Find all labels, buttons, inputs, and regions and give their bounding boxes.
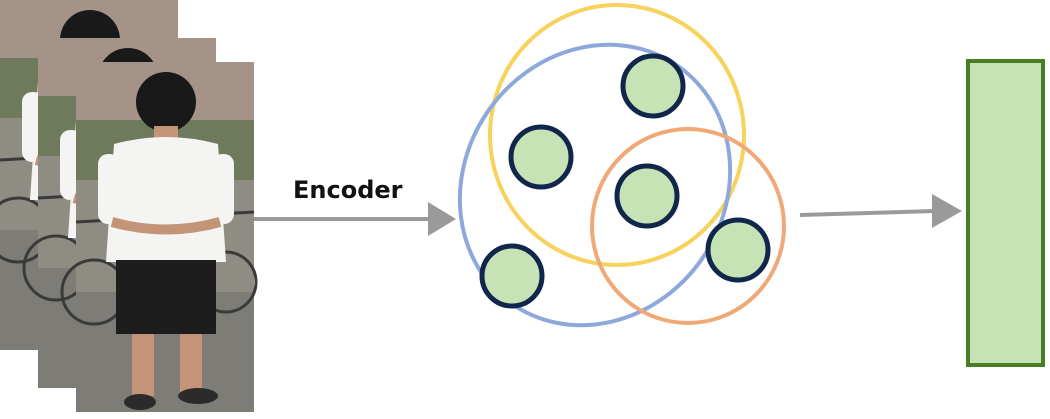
encoder-label: Encoder xyxy=(293,176,403,204)
video-frame-3 xyxy=(62,62,256,412)
hypergraph xyxy=(457,3,786,328)
output-arrow xyxy=(799,194,962,228)
output-feature-vector xyxy=(966,59,1045,367)
graph-node-3 xyxy=(614,163,680,229)
encoder-arrow xyxy=(254,202,456,236)
hyperedge-orange xyxy=(590,127,786,325)
graph-nodes xyxy=(479,53,771,309)
graph-node-1 xyxy=(620,53,686,119)
graph-node-2 xyxy=(508,124,574,190)
hyperedge-yellow xyxy=(488,3,746,267)
graph-node-5 xyxy=(479,243,545,309)
video-frames xyxy=(0,0,256,412)
hyperedge-blue xyxy=(457,42,733,328)
graph-node-4 xyxy=(705,217,771,283)
